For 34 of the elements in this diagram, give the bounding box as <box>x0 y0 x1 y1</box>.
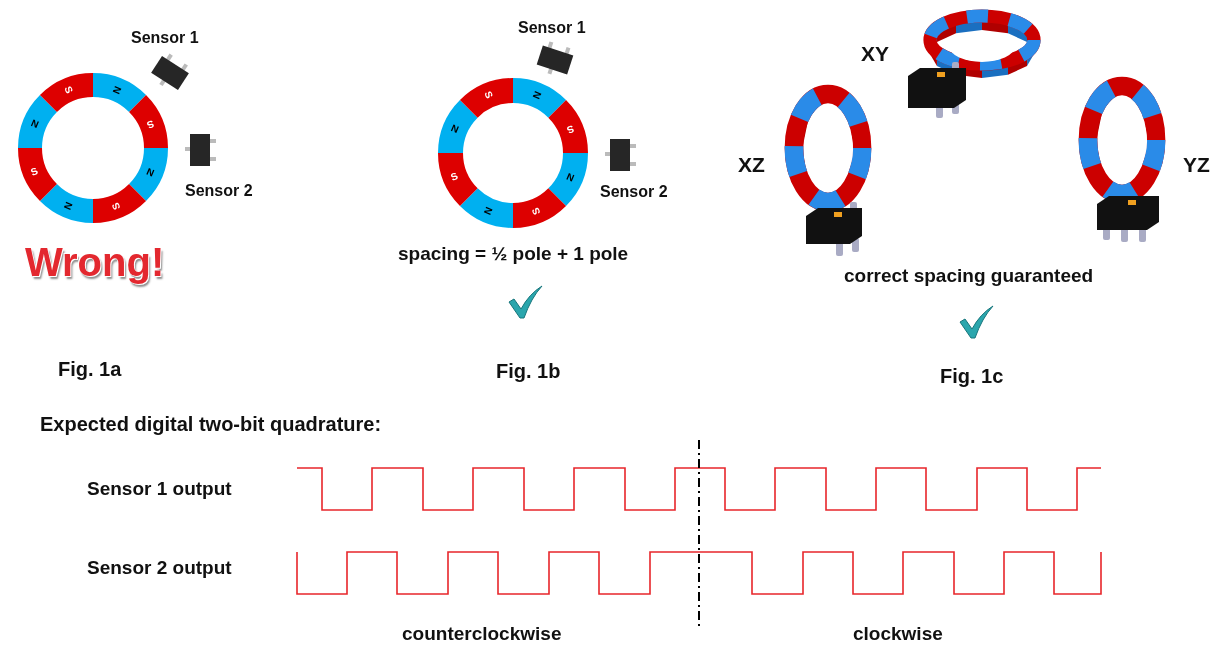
figure-label: Fig. 1a <box>58 358 122 380</box>
axis-label: YZ <box>1183 153 1210 177</box>
pole-letter: S <box>110 201 123 212</box>
pole-letter: N <box>449 123 461 136</box>
figure-label: Fig. 1b <box>496 360 561 382</box>
pole-letter: S <box>530 205 543 216</box>
pole-letter: S <box>482 90 495 101</box>
pole-letter: N <box>530 90 543 101</box>
sensor-label: Sensor 2 <box>600 183 668 201</box>
pole-letter: N <box>110 84 123 96</box>
section-heading: Expected digital two-bit quadrature: <box>40 413 382 435</box>
spacing-formula: spacing = ½ pole + 1 pole <box>398 244 629 265</box>
pole-letter: N <box>482 205 495 216</box>
pole-letter: S <box>145 118 156 130</box>
sensor-label: Sensor 1 <box>518 19 586 37</box>
pole-letter: S <box>62 84 75 95</box>
pole-letter: S <box>29 166 40 178</box>
pole-letter: N <box>145 166 157 179</box>
pole-letter: N <box>29 117 40 130</box>
direction-label: counterclockwise <box>402 624 562 645</box>
warning-text: Wrong! <box>25 240 165 284</box>
direction-label: clockwise <box>853 624 943 645</box>
row-label: Sensor 1 output <box>87 479 232 500</box>
caption-text: correct spacing guaranteed <box>844 266 1094 287</box>
pole-letter: N <box>62 200 75 212</box>
pole-letter: N <box>565 170 576 183</box>
axis-label: XY <box>861 42 889 66</box>
sensor-label: Sensor 1 <box>131 29 199 47</box>
axis-label: XZ <box>738 153 765 177</box>
pole-letter: S <box>449 171 460 183</box>
row-label: Sensor 2 output <box>87 558 232 579</box>
sensor-label: Sensor 2 <box>185 182 253 200</box>
pole-letter: S <box>565 123 576 135</box>
figure-label: Fig. 1c <box>940 365 1004 387</box>
